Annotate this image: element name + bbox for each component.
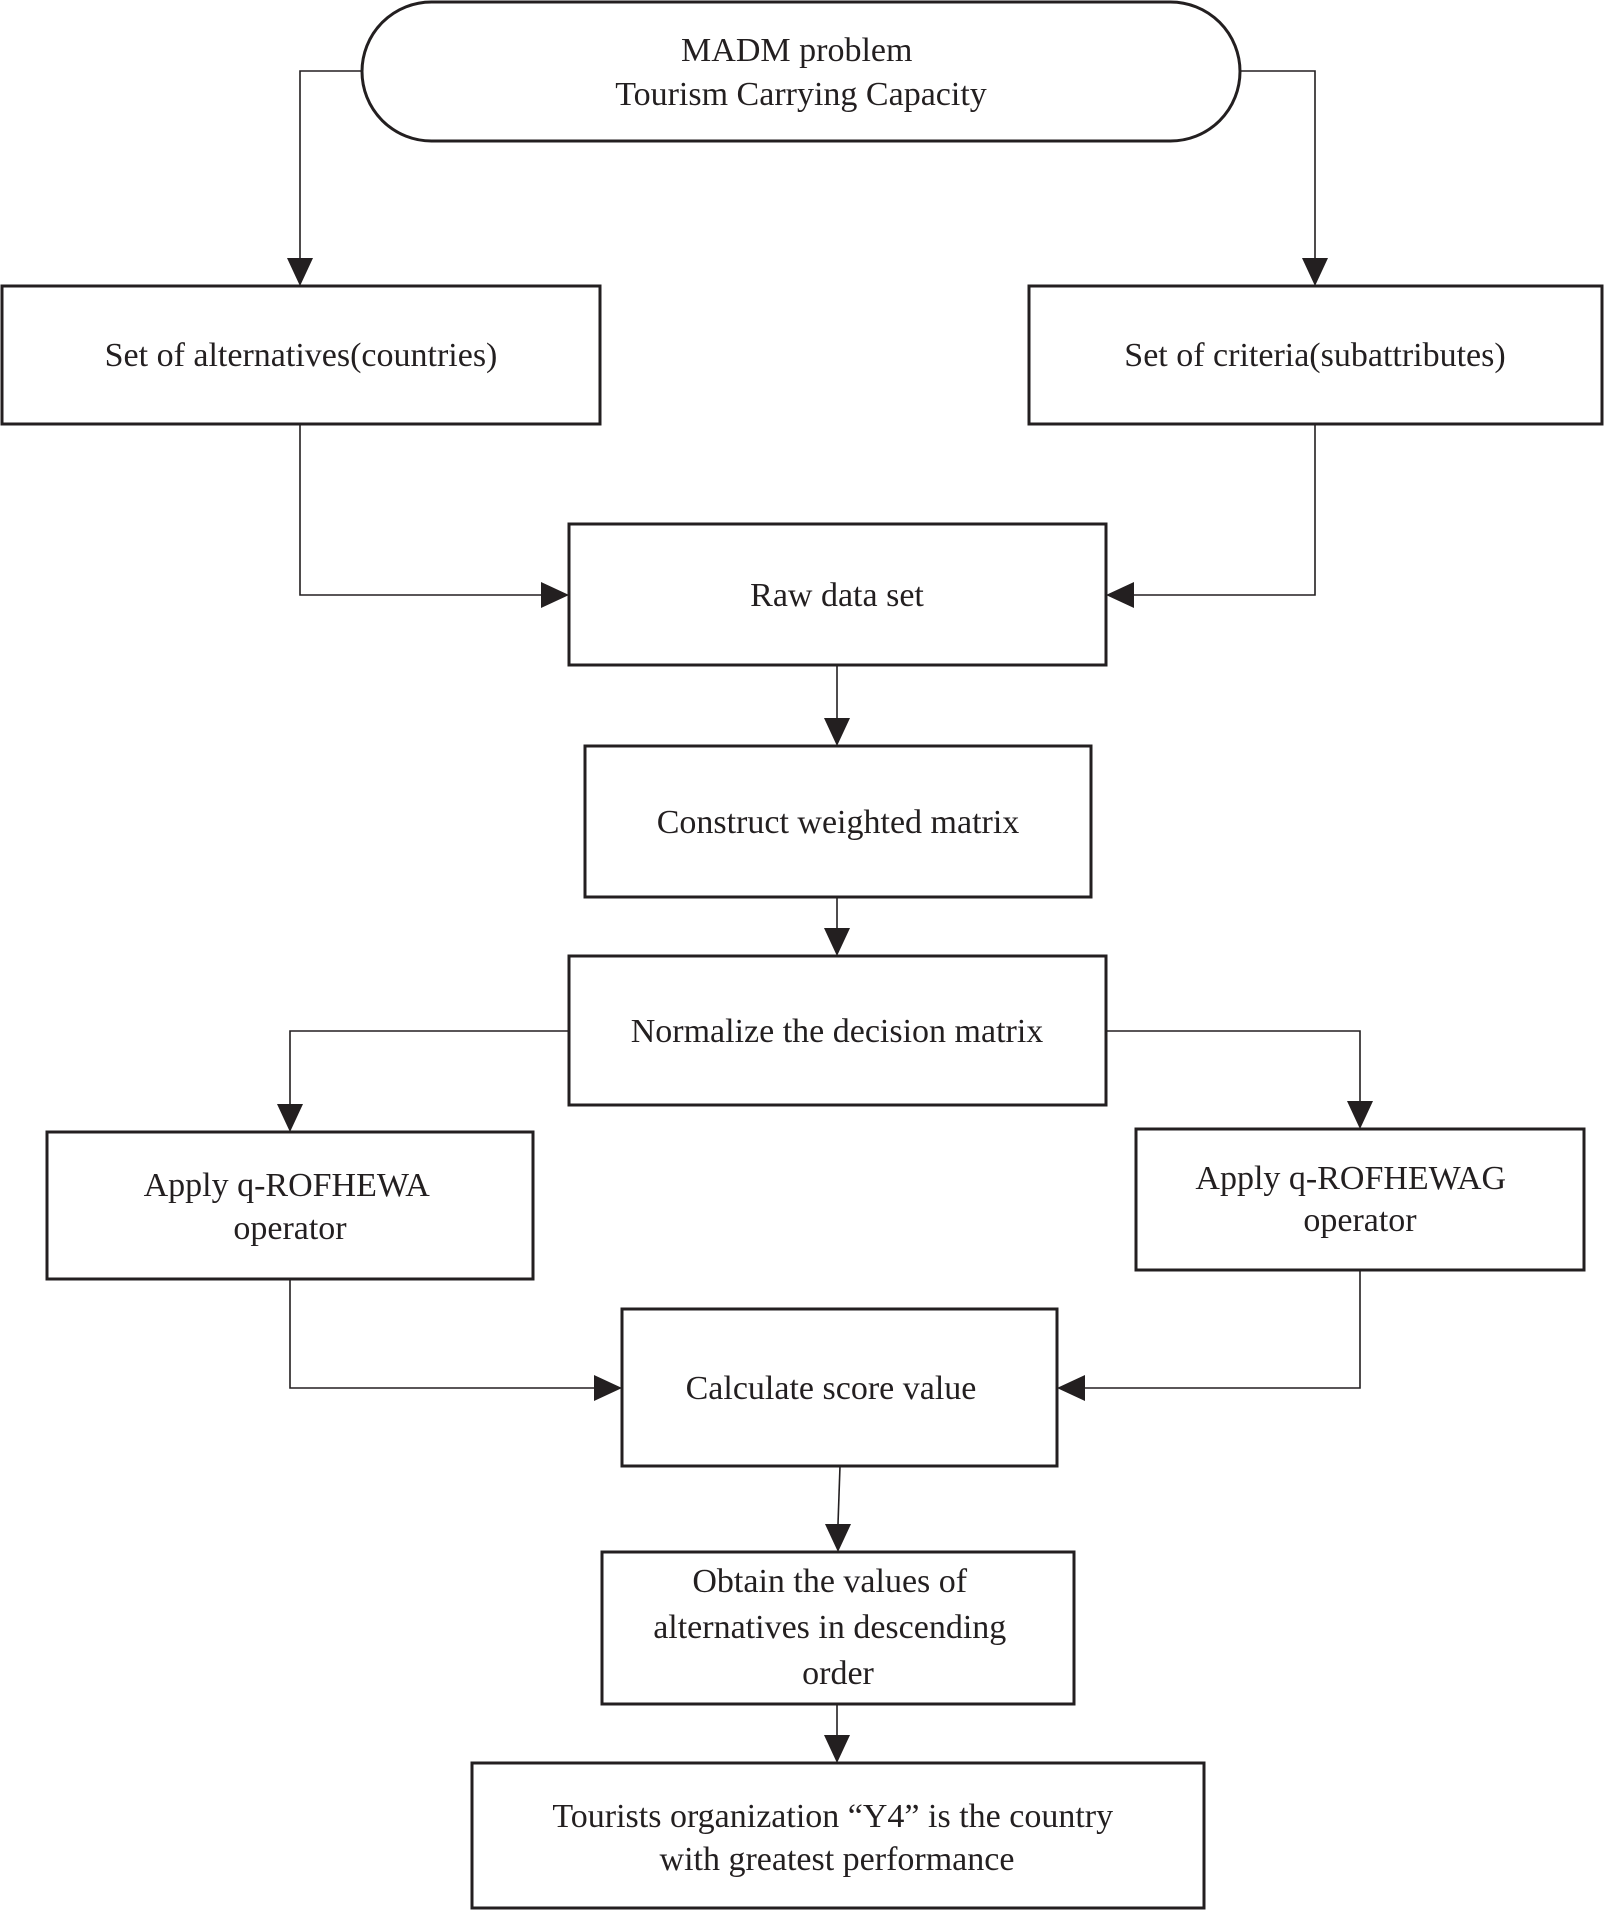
normalize-box (567, 954, 1108, 1107)
order-label: Obtain the values of alternatives in des… (653, 1563, 1015, 1692)
result-label-line-1: Tourists organization “Y4” is the countr… (552, 1798, 1113, 1835)
connector-start-to-criteria (1240, 70, 1316, 258)
node-raw-data: Raw data set (567, 522, 1108, 667)
connector-normalize-to-hewa (289, 1030, 569, 1104)
arrowhead-hewa (277, 1104, 303, 1132)
hewag-label-line-1: Apply q-ROFHEWAG (1195, 1160, 1506, 1197)
connector-normalize-to-hewag (1106, 1030, 1361, 1101)
node-hewa: Apply q-ROFHEWA operator (45, 1130, 535, 1281)
hewag-box (1134, 1127, 1586, 1272)
arrowhead-weighted (824, 718, 850, 746)
node-normalize: Normalize the decision matrix (567, 954, 1108, 1107)
start-label-line-1: MADM problem (681, 32, 912, 69)
alternatives-label-line-1: Set of alternatives(countries) (105, 337, 498, 374)
arrowhead-order (825, 1524, 851, 1552)
result-box (470, 1761, 1206, 1910)
arrowhead-alternatives (287, 258, 313, 286)
hewag-label-line-2: operator (1303, 1202, 1417, 1239)
raw-data-box (567, 522, 1108, 667)
criteria-label: Set of criteria(subattributes) (1124, 337, 1505, 374)
node-result: Tourists organization “Y4” is the countr… (470, 1761, 1206, 1910)
normalize-label-line-1: Normalize the decision matrix (631, 1013, 1044, 1050)
node-score: Calculate score value (620, 1307, 1059, 1468)
alternatives-label: Set of alternatives(countries) (105, 337, 498, 374)
score-label-line-1: Calculate score value (686, 1370, 977, 1407)
weighted-label-line-1: Construct weighted matrix (657, 804, 1020, 841)
node-criteria: Set of criteria(subattributes) (1027, 284, 1604, 426)
hewa-label: Apply q-ROFHEWA operator (144, 1167, 437, 1247)
weighted-box (583, 744, 1093, 899)
result-label: Tourists organization “Y4” is the countr… (552, 1798, 1121, 1878)
score-label: Calculate score value (686, 1370, 977, 1407)
alternatives-box (0, 284, 602, 426)
arrowhead-raw-left (541, 582, 569, 608)
start-terminator-shape (360, 0, 1242, 143)
criteria-label-line-1: Set of criteria(subattributes) (1124, 337, 1505, 374)
hewa-label-line-2: operator (233, 1210, 347, 1247)
result-label-line-2: with greatest performance (660, 1841, 1015, 1878)
arrowhead-normalize (824, 928, 850, 956)
raw-data-label: Raw data set (750, 577, 924, 614)
hewag-label: Apply q-ROFHEWAG operator (1195, 1160, 1514, 1239)
connector-criteria-to-raw (1134, 424, 1316, 596)
node-hewag: Apply q-ROFHEWAG operator (1134, 1127, 1586, 1272)
order-box (600, 1550, 1076, 1706)
connector-score-to-order (837, 1465, 841, 1525)
hewa-label-line-1: Apply q-ROFHEWA (144, 1167, 431, 1204)
order-label-line-2: alternatives in descending (653, 1609, 1006, 1646)
arrowhead-raw-right (1106, 582, 1134, 608)
criteria-box (1027, 284, 1604, 426)
start-label: MADM problem Tourism Carrying Capacity (615, 32, 987, 113)
hewa-box (45, 1130, 535, 1281)
node-order: Obtain the values of alternatives in des… (600, 1550, 1076, 1706)
connector-hewag-to-score (1085, 1270, 1361, 1389)
arrowhead-score-left (594, 1375, 622, 1401)
arrowhead-score-right (1057, 1375, 1085, 1401)
order-label-line-1: Obtain the values of (692, 1563, 967, 1600)
arrowhead-hewag (1347, 1101, 1373, 1129)
arrowhead-result (824, 1735, 850, 1763)
arrowhead-criteria (1302, 258, 1328, 286)
score-box (620, 1307, 1059, 1468)
connector-hewa-to-score (289, 1279, 594, 1389)
order-label-line-3: order (802, 1655, 874, 1692)
start-label-line-2: Tourism Carrying Capacity (615, 76, 987, 113)
node-weighted: Construct weighted matrix (583, 744, 1093, 899)
node-alternatives: Set of alternatives(countries) (0, 284, 602, 426)
connectors (277, 70, 1373, 1763)
connector-alternatives-to-raw (299, 424, 541, 596)
weighted-label: Construct weighted matrix (657, 804, 1020, 841)
node-start: MADM problem Tourism Carrying Capacity (360, 0, 1242, 143)
raw-data-label-line-1: Raw data set (750, 577, 924, 614)
normalize-label: Normalize the decision matrix (631, 1013, 1044, 1050)
connector-start-to-alternatives (299, 70, 362, 258)
